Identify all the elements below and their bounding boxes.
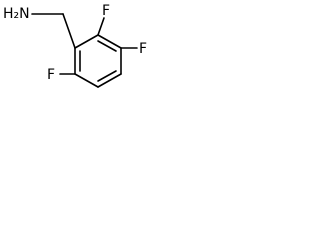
fluorine-label-2: F xyxy=(102,3,110,19)
benzene-ring xyxy=(74,34,122,88)
bond-c6-ch2 xyxy=(62,13,76,49)
ring-bond-c6-c1 xyxy=(74,34,99,49)
ring-double-bond-c3-c4 xyxy=(97,70,117,82)
ring-bond-c1-c2 xyxy=(97,34,122,49)
ring-bond-c4-c5 xyxy=(74,73,99,88)
structure-diagram: H₂N F F F xyxy=(3,3,147,88)
ring-double-bond-c1-c2 xyxy=(97,40,117,52)
fluorine-label-3: F xyxy=(139,41,147,57)
bond-c1-f xyxy=(97,17,105,36)
amine-label: H₂N xyxy=(3,6,30,22)
ring-bond-c3-c4 xyxy=(97,73,122,88)
fluorine-label-6: F xyxy=(47,67,55,83)
